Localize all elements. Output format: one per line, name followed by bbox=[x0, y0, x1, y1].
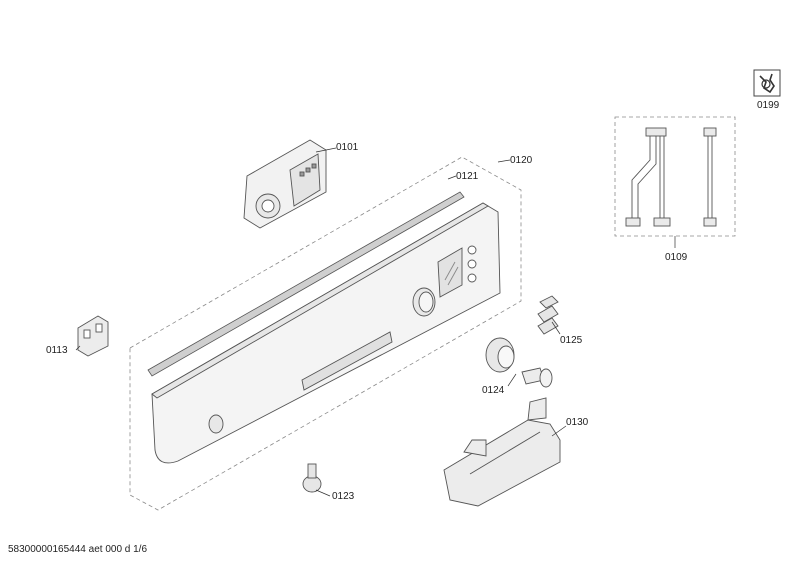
leader-lines bbox=[75, 147, 676, 497]
small-button bbox=[302, 463, 322, 493]
document-footer: 58300000165444 aet 000 d 1/6 bbox=[8, 544, 148, 555]
control-panel-fascia bbox=[151, 202, 501, 464]
label-0130: 0130 bbox=[566, 417, 589, 428]
panel-group-outline bbox=[129, 156, 522, 511]
program-knob bbox=[485, 337, 553, 388]
label-0120: 0120 bbox=[510, 155, 533, 166]
label-0125: 0125 bbox=[560, 335, 583, 346]
label-0199: 0199 bbox=[757, 100, 780, 111]
label-0124: 0124 bbox=[482, 385, 505, 396]
seal-strip bbox=[147, 191, 465, 377]
label-0123: 0123 bbox=[332, 491, 355, 502]
wrench-icon bbox=[753, 69, 781, 97]
connector-bracket bbox=[77, 315, 109, 357]
panel-support-bracket bbox=[443, 397, 561, 507]
label-0121: 0121 bbox=[456, 171, 479, 182]
wiring-harness bbox=[625, 127, 717, 227]
harness-group-outline bbox=[614, 116, 736, 237]
label-0113: 0113 bbox=[46, 345, 68, 356]
electronic-module bbox=[243, 139, 327, 229]
label-0101: 0101 bbox=[336, 142, 359, 153]
push-buttons bbox=[537, 295, 559, 335]
label-0109: 0109 bbox=[665, 252, 688, 263]
